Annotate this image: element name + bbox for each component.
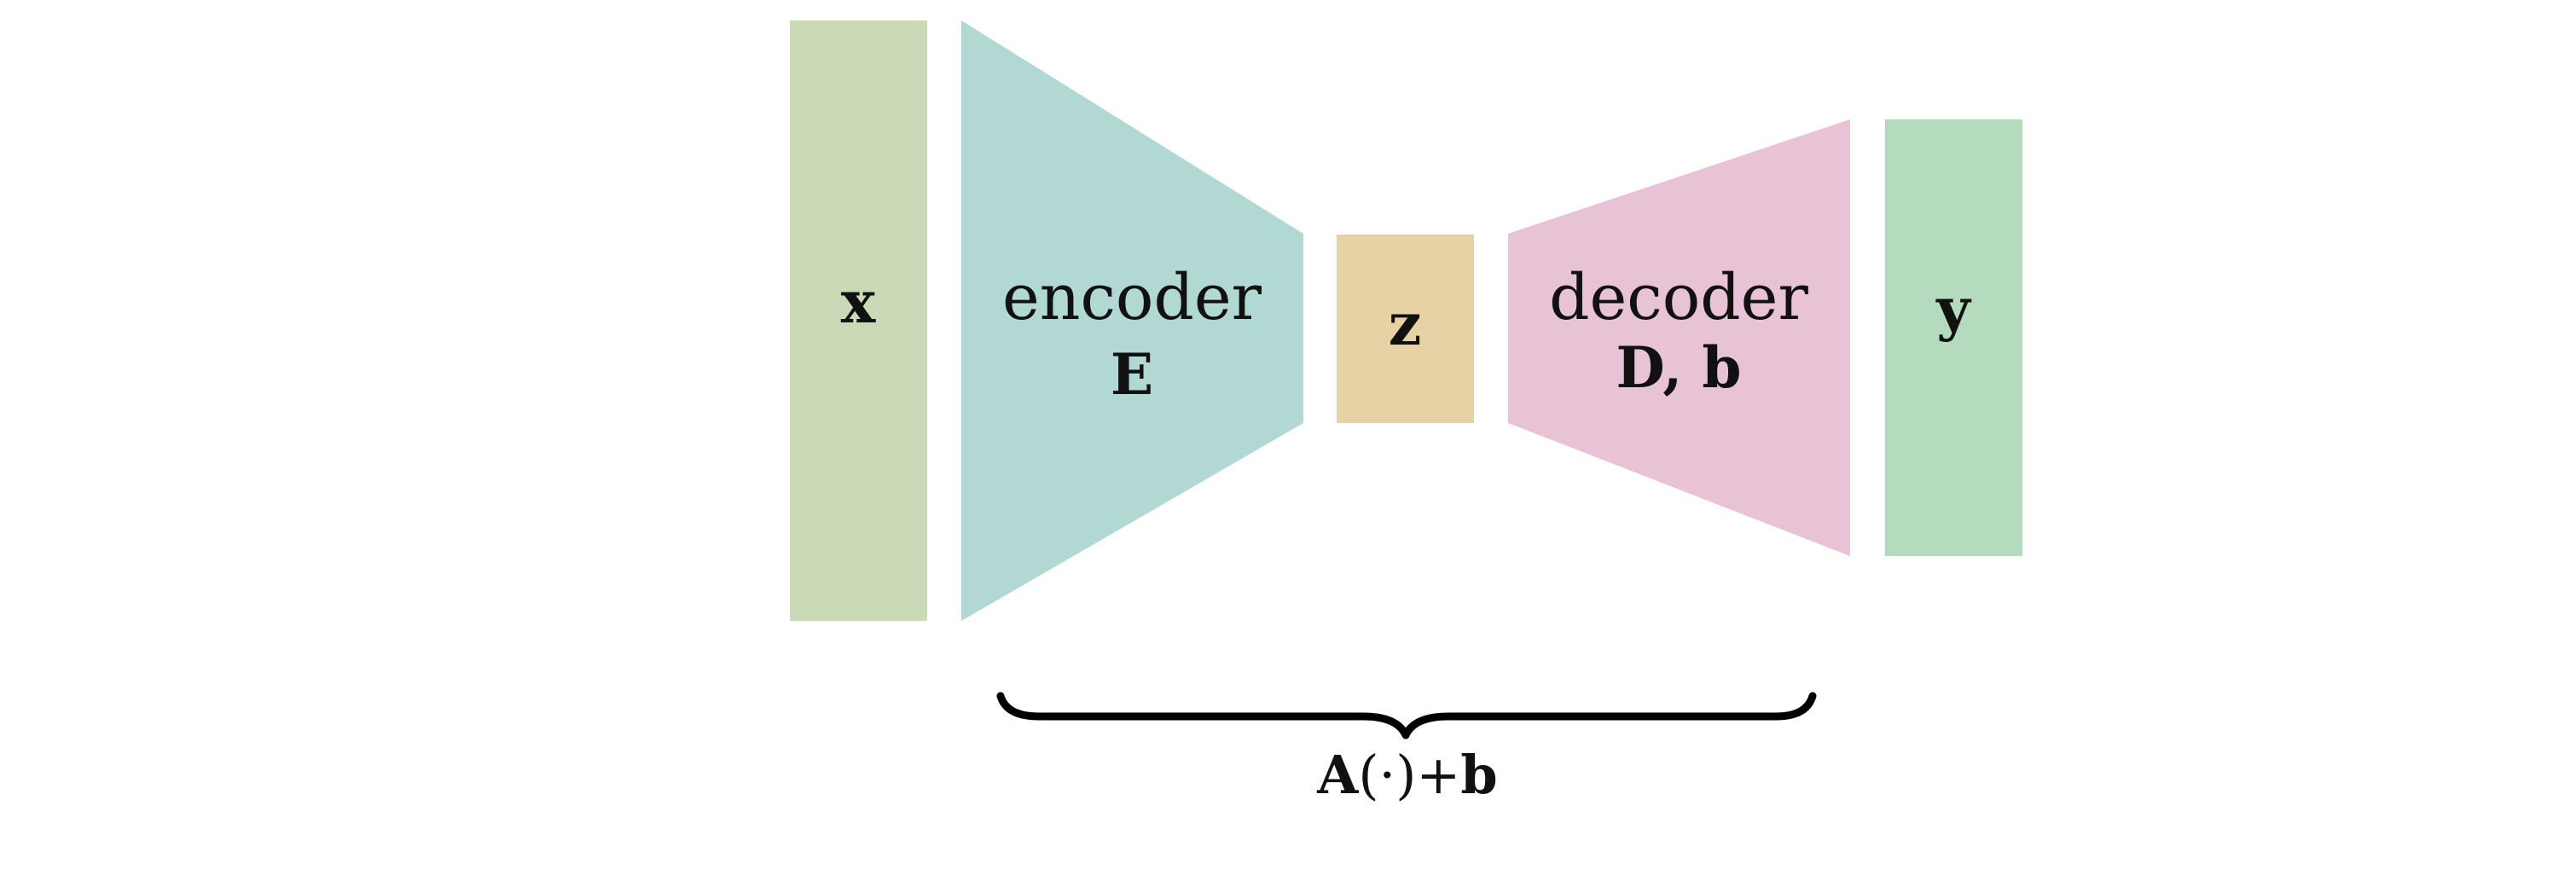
brace-label-bias: b [1460,744,1497,806]
brace-label-operator: (·)+ [1358,744,1460,806]
latent-block [1337,235,1474,423]
encoder-param: E [1111,341,1153,408]
decoder-label: decoder [1549,261,1808,334]
decoder-block [1508,119,1850,556]
brace-label: A(·)+b [1316,744,1498,806]
input-label: x [841,269,876,337]
latent-label: z [1389,291,1422,359]
brace-label-matrix: A [1316,744,1359,806]
output-block [1885,119,2022,556]
underbrace [996,692,1817,739]
encoder-block [961,20,1303,621]
decoder-param: D, b [1616,334,1742,401]
output-label: y [1935,275,1972,344]
input-block [790,20,927,621]
encoder-label: encoder [1002,261,1262,334]
